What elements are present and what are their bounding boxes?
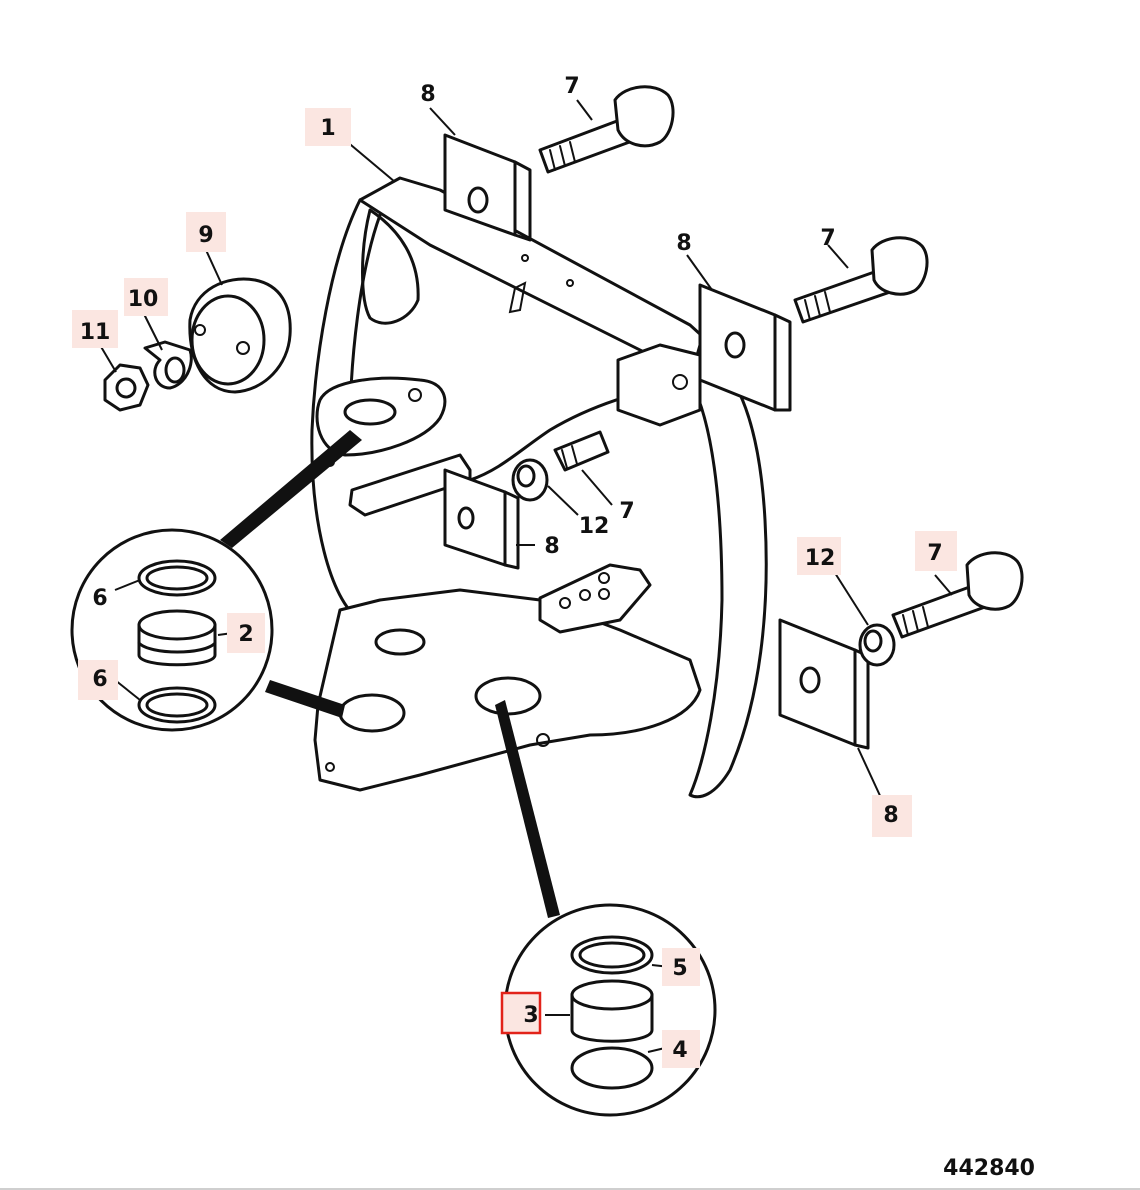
figure-number: 442840 <box>943 1156 1035 1181</box>
svg-text:10: 10 <box>128 287 159 312</box>
callout-11[interactable]: 11 <box>72 310 118 348</box>
callout-7-lower-right[interactable]: 7 <box>915 531 957 571</box>
callout-1[interactable]: 1 <box>305 108 351 146</box>
svg-text:6: 6 <box>92 586 107 611</box>
svg-text:7: 7 <box>820 226 835 251</box>
svg-text:12: 12 <box>805 546 836 571</box>
callout-8-top[interactable]: 8 <box>420 82 435 107</box>
svg-text:3: 3 <box>523 1003 538 1028</box>
callout-2[interactable]: 2 <box>227 613 265 653</box>
callouts: 1 2 3 4 5 6 6 7 7 7 <box>72 74 957 1068</box>
svg-text:7: 7 <box>927 541 942 566</box>
bottom-divider <box>0 1188 1140 1190</box>
callout-3[interactable]: 3 <box>500 991 542 1035</box>
callout-5[interactable]: 5 <box>662 948 700 986</box>
shim-plates-drawing <box>443 133 870 750</box>
cap-nut-assembly-drawing <box>103 277 292 412</box>
pivot-bracket-drawing <box>310 176 768 799</box>
svg-text:11: 11 <box>80 320 111 345</box>
callout-6-bottom[interactable]: 6 <box>78 660 118 700</box>
callout-7-right[interactable]: 7 <box>820 226 835 251</box>
washers-drawing <box>511 458 896 667</box>
callout-12-center[interactable]: 12 <box>579 514 610 539</box>
svg-text:4: 4 <box>672 1038 687 1063</box>
detail-view-bottom <box>495 700 717 1117</box>
callout-8-right[interactable]: 8 <box>676 231 691 256</box>
svg-text:2: 2 <box>238 622 253 647</box>
svg-text:12: 12 <box>579 514 610 539</box>
svg-text:6: 6 <box>92 667 107 692</box>
callout-6-top[interactable]: 6 <box>92 586 107 611</box>
callout-8-bottom-right[interactable]: 8 <box>872 795 912 837</box>
svg-text:8: 8 <box>420 82 435 107</box>
svg-text:8: 8 <box>544 534 559 559</box>
svg-text:7: 7 <box>619 499 634 524</box>
callout-7-center[interactable]: 7 <box>619 499 634 524</box>
callout-8-center[interactable]: 8 <box>544 534 559 559</box>
bolts-drawing <box>538 85 1024 639</box>
svg-text:8: 8 <box>676 231 691 256</box>
callout-10[interactable]: 10 <box>124 278 168 316</box>
callout-9[interactable]: 9 <box>186 212 226 252</box>
svg-text:9: 9 <box>198 223 213 248</box>
svg-text:5: 5 <box>672 956 687 981</box>
callout-7-top[interactable]: 7 <box>564 74 579 99</box>
callout-12-right[interactable]: 12 <box>797 537 841 575</box>
svg-text:1: 1 <box>320 116 335 141</box>
svg-text:8: 8 <box>883 803 898 828</box>
detail-view-left <box>70 430 362 732</box>
svg-text:7: 7 <box>564 74 579 99</box>
callout-4[interactable]: 4 <box>662 1030 700 1068</box>
